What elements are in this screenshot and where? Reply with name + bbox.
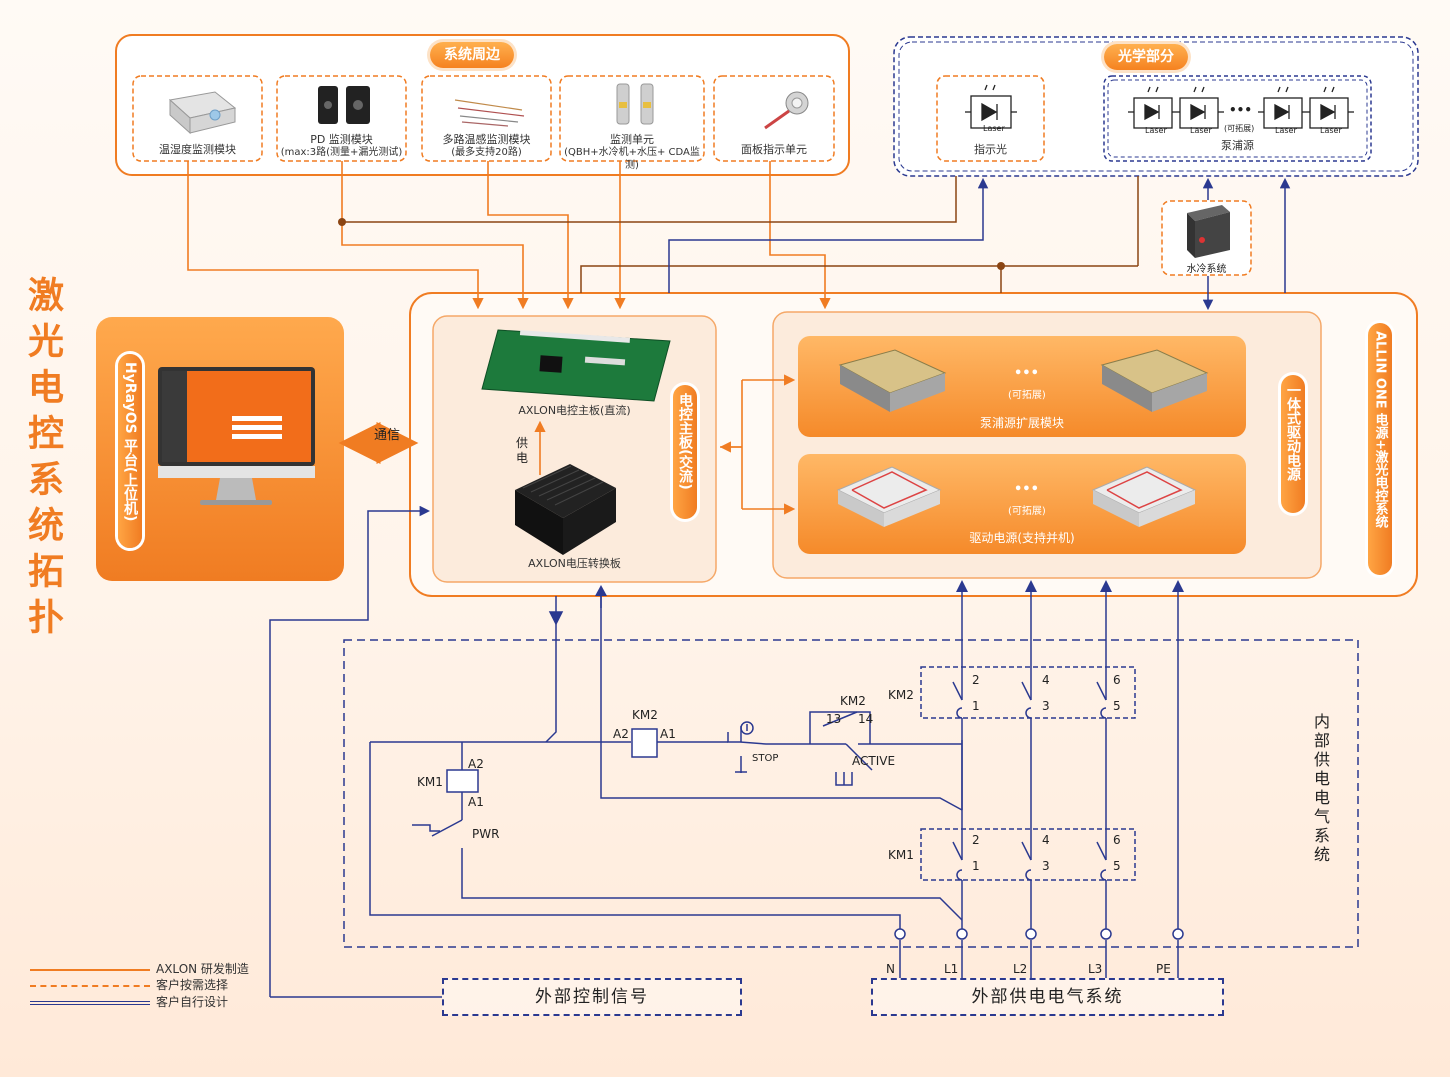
km2-c1: 1 (972, 699, 980, 713)
km1-main-label: KM1 (888, 848, 914, 862)
legend-solid: AXLON 研发制造 (30, 960, 249, 977)
km1-a1-label: A1 (468, 795, 484, 809)
pwr-switch-label: PWR (472, 827, 500, 841)
km1-c6: 6 (1113, 833, 1121, 847)
km2-aux-label: KM2 (840, 694, 866, 708)
pump-source-label: 泵浦源 (1221, 139, 1254, 152)
optics-header: 光学部分 (1104, 44, 1188, 70)
control-board-ac-label: 电控主板(交流) (673, 385, 697, 519)
km2-c3: 3 (1042, 699, 1050, 713)
active-button-label: ACTIVE (852, 754, 896, 768)
laser-text-indicator: Laser (983, 124, 1005, 133)
external-power-system: 外部供电电气系统 (871, 978, 1224, 1016)
driver-images (836, 466, 1197, 527)
panel-indicator-image (764, 91, 809, 130)
laser-diode-symbols (965, 84, 1354, 129)
km1-coil-label: KM1 (417, 775, 443, 789)
km1-c2: 2 (972, 833, 980, 847)
laser-text-2: Laser (1190, 126, 1212, 135)
system-periphery-header: 系统周边 (430, 42, 514, 68)
legend-dashed: 客户按需选择 (30, 976, 228, 993)
water-cooler-image (1187, 205, 1230, 258)
km2-main-label: KM2 (888, 688, 914, 702)
legend-double-dashed: 客户自行设计 (30, 993, 228, 1010)
km2-c4: 4 (1042, 673, 1050, 687)
comm-label: 通信 (374, 428, 401, 443)
external-control-signal: 外部控制信号 (442, 978, 742, 1016)
driver-label: 驱动电源(支持并机) (969, 531, 1075, 545)
laser-text-4: Laser (1320, 126, 1342, 135)
terminal-n: N (886, 962, 895, 976)
page-title: 激光电控系统拓扑 (22, 276, 63, 644)
module-monitor-unit: 监测单元(QBH+水冷机+水压+ CDA监测) (564, 133, 700, 171)
module-multi-temp: 多路温感监测模块(最多支持20路) (442, 133, 531, 158)
driver-row-ellipsis: ••• (1014, 482, 1039, 497)
pd-sensor-image (318, 86, 370, 124)
km1-c3: 3 (1042, 859, 1050, 873)
power-supply-label: 供电 (516, 436, 529, 465)
laser-text-3: Laser (1275, 126, 1297, 135)
km2-c5: 5 (1113, 699, 1121, 713)
km1-c5: 5 (1113, 859, 1121, 873)
km1-c4: 4 (1042, 833, 1050, 847)
allin-one-label: ALLIN ONE 电源+激光电控系统 (1368, 323, 1392, 575)
terminal-pe: PE (1156, 962, 1171, 976)
terminal-l2: L2 (1013, 962, 1028, 976)
temp-humidity-sensor-image (168, 91, 237, 135)
water-cooling-label: 水冷系统 (1186, 264, 1227, 275)
laser-text-1: Laser (1145, 126, 1167, 135)
km2-coil-label: KM2 (632, 708, 658, 722)
pump-module-images (838, 349, 1209, 412)
internal-power-label: 内部供电电气系统 (1313, 712, 1330, 864)
km2-a2-label: A2 (613, 727, 629, 741)
module-panel-indicator: 面板指示单元 (741, 143, 807, 156)
host-label: HyRayOS 平台(上位机) (118, 354, 142, 548)
terminal-l1: L1 (944, 962, 959, 976)
km2-c2: 2 (972, 673, 980, 687)
module-temp-humidity: 温湿度监测模块 (159, 143, 236, 156)
monitor-unit-image (616, 83, 654, 125)
pump-row-ellipsis: ••• (1014, 366, 1039, 381)
pump-expandable: (可拓展) (1224, 124, 1255, 133)
integrated-driver-label: 一体式驱动电源 (1281, 375, 1305, 513)
converter-label: AXLON电压转换板 (528, 557, 621, 570)
km1-c1: 1 (972, 859, 980, 873)
converter-image (515, 464, 616, 555)
km2-c6: 6 (1113, 673, 1121, 687)
host-monitor-image (158, 367, 315, 505)
control-board-image (481, 329, 671, 402)
indicator-light-label: 指示光 (974, 143, 1007, 156)
module-pd: PD 监测模块(max:3路(测量+漏光测试) (280, 133, 403, 158)
km1-a2-label: A2 (468, 757, 484, 771)
terminal-l3: L3 (1088, 962, 1103, 976)
km2-a1-label: A1 (660, 727, 676, 741)
driver-row-expandable: (可拓展) (1008, 506, 1046, 517)
stop-button-label: STOP (752, 753, 779, 764)
pump-ellipsis: ••• (1229, 103, 1253, 117)
pump-module-label: 泵浦源扩展模块 (979, 416, 1064, 430)
pump-row-expandable: (可拓展) (1008, 390, 1046, 401)
thermocouple-image (454, 99, 525, 127)
contact-13: 13 (826, 712, 842, 726)
contact-14: 14 (858, 712, 874, 726)
control-board-dc-label: AXLON电控主板(直流) (518, 404, 631, 417)
